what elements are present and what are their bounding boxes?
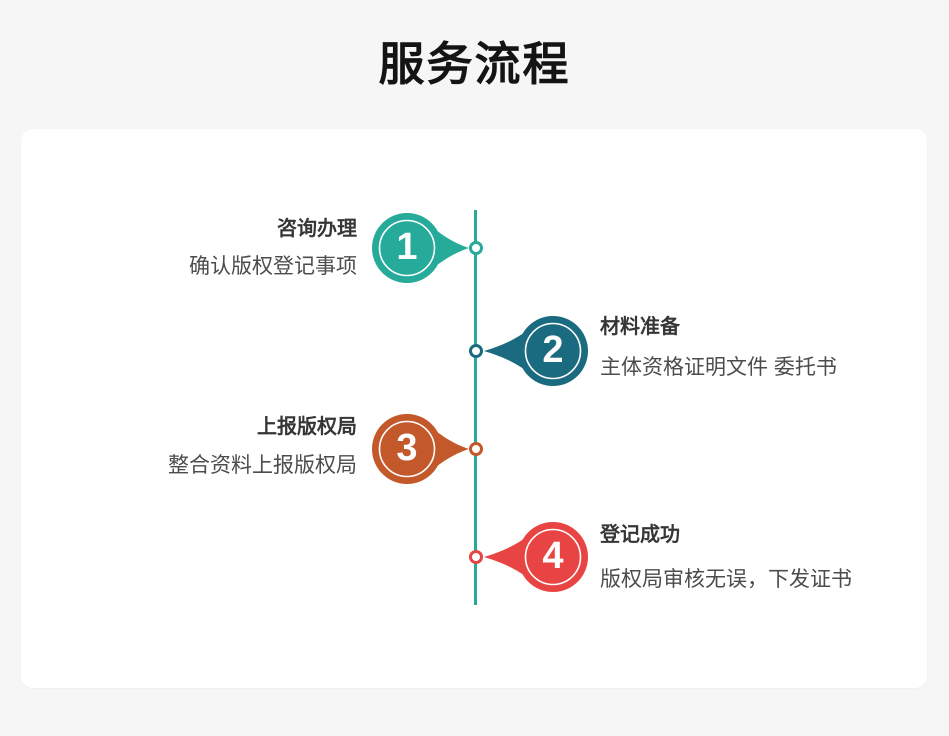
process-card: 1 咨询办理 确认版权登记事项 2 材料准备 主体资格证明文件 委托书 3 上报… [21,129,927,688]
step-1-number: 1 [396,226,418,268]
step-2-subtitle: 主体资格证明文件 委托书 [600,356,837,379]
step-1-marker: 1 [371,211,470,285]
balloon-right-icon [372,213,469,283]
balloon-left-icon [484,316,588,386]
step-4-subtitle: 版权局审核无误，下发证书 [600,568,852,591]
step-4-node [469,550,483,564]
step-4-number: 4 [542,535,564,577]
step-1-subtitle: 确认版权登记事项 [189,255,357,278]
balloon-left-icon [484,522,588,592]
step-2-title: 材料准备 [600,316,680,338]
timeline-line [474,210,477,605]
balloon-right-icon [372,414,469,484]
step-1-title: 咨询办理 [277,218,357,240]
step-3-node [469,442,483,456]
step-2-marker: 2 [483,314,589,388]
step-3-title: 上报版权局 [257,416,357,438]
step-3-subtitle: 整合资料上报版权局 [168,454,357,477]
step-2-node [469,344,483,358]
step-3-marker: 3 [371,412,470,486]
step-3-number: 3 [396,427,418,469]
step-2-number: 2 [542,329,564,371]
page-title: 服务流程 [378,38,571,90]
step-1-node [469,241,483,255]
step-4-title: 登记成功 [600,524,680,546]
step-4-marker: 4 [483,520,589,594]
